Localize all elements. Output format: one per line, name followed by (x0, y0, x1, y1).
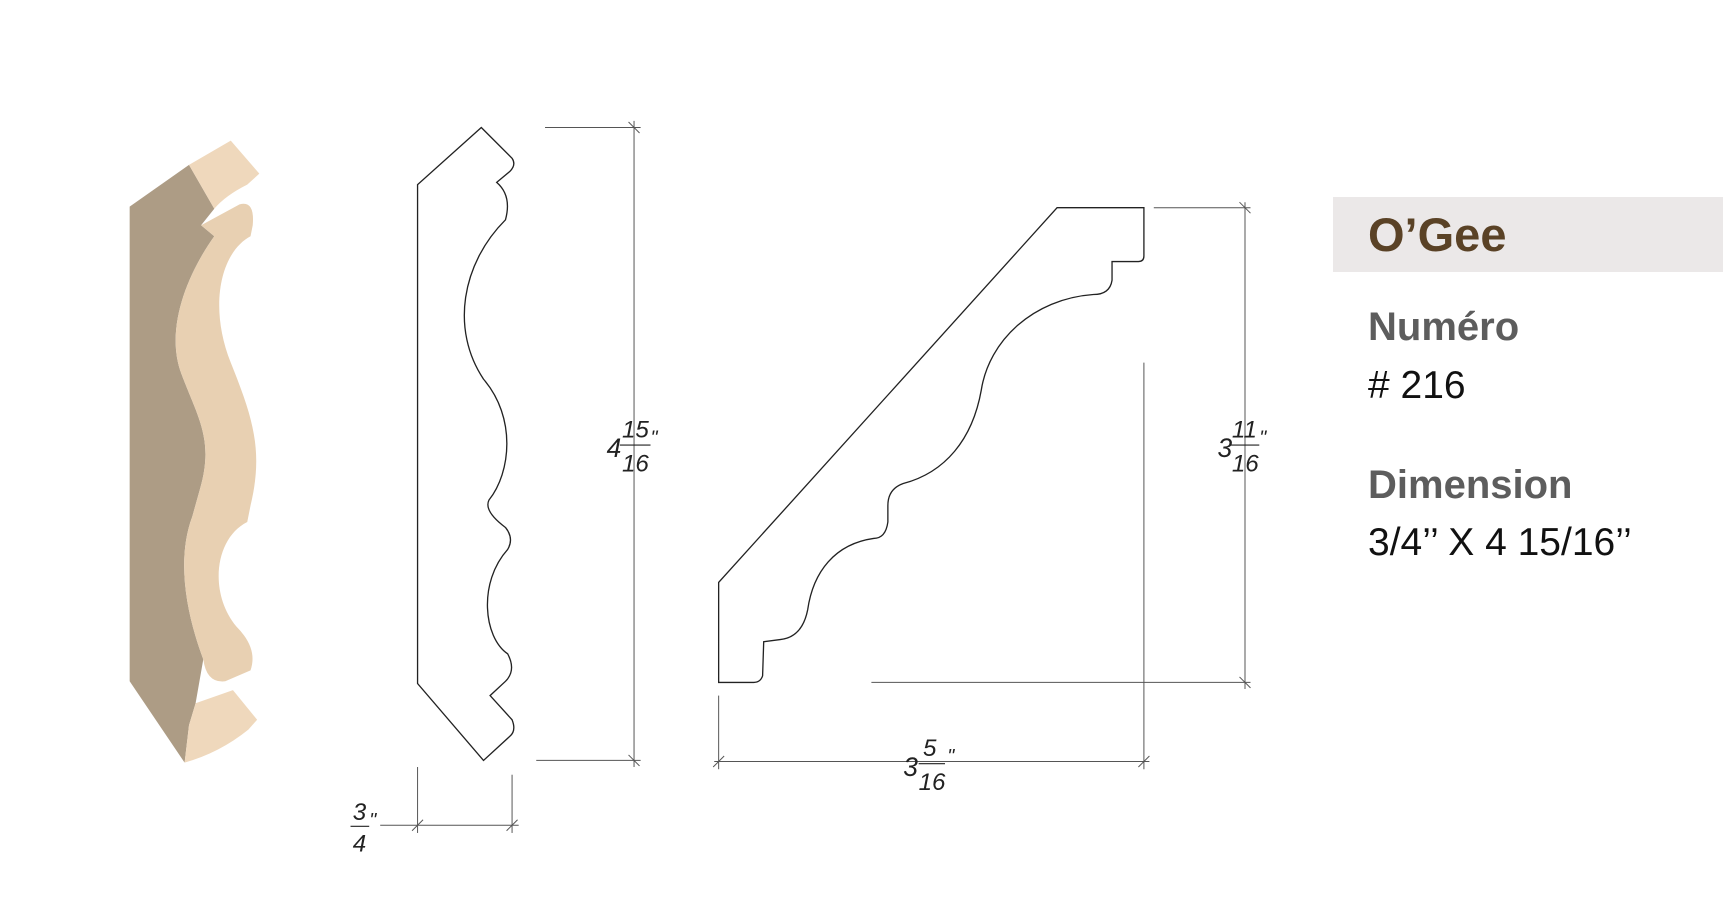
svg-text:15: 15 (622, 416, 649, 443)
svg-text:3: 3 (353, 799, 367, 826)
svg-text:16: 16 (622, 450, 649, 477)
product-name: O’Gee (1368, 208, 1507, 261)
svg-text:3: 3 (1218, 433, 1233, 463)
svg-text:": " (369, 809, 377, 831)
svg-text:16: 16 (919, 769, 946, 796)
svg-text:": " (651, 427, 659, 449)
product-info-panel: O’Gee Numéro # 216 Dimension 3/4’’ X 4 1… (1333, 197, 1723, 564)
svg-text:3: 3 (903, 752, 918, 782)
profile-outline (416, 126, 515, 762)
svg-text:": " (1259, 427, 1267, 449)
molding-3d-render (129, 140, 260, 763)
svg-text:4: 4 (607, 433, 622, 463)
title-band: O’Gee (1333, 197, 1723, 272)
svg-text:11: 11 (1232, 416, 1257, 443)
crown-profile-outline (717, 207, 1145, 684)
number-label: Numéro (1368, 305, 1520, 349)
svg-text:": " (947, 746, 955, 768)
svg-text:4: 4 (353, 831, 366, 858)
thickness-dimension-label: 3 4 " (350, 799, 377, 858)
dimension-lines (380, 120, 1251, 833)
height-dimension-label: 4 15 16 " (607, 416, 659, 477)
svg-text:16: 16 (1232, 450, 1259, 477)
svg-text:5: 5 (923, 735, 937, 762)
number-value: # 216 (1368, 364, 1466, 407)
dimension-value: 3/4’’ X 4 15/16’’ (1368, 521, 1632, 564)
crown-height-dimension-label: 3 11 16 " (1218, 416, 1268, 477)
dimension-label: Dimension (1368, 463, 1573, 507)
crown-width-dimension-label: 3 5 16 " (903, 735, 955, 796)
